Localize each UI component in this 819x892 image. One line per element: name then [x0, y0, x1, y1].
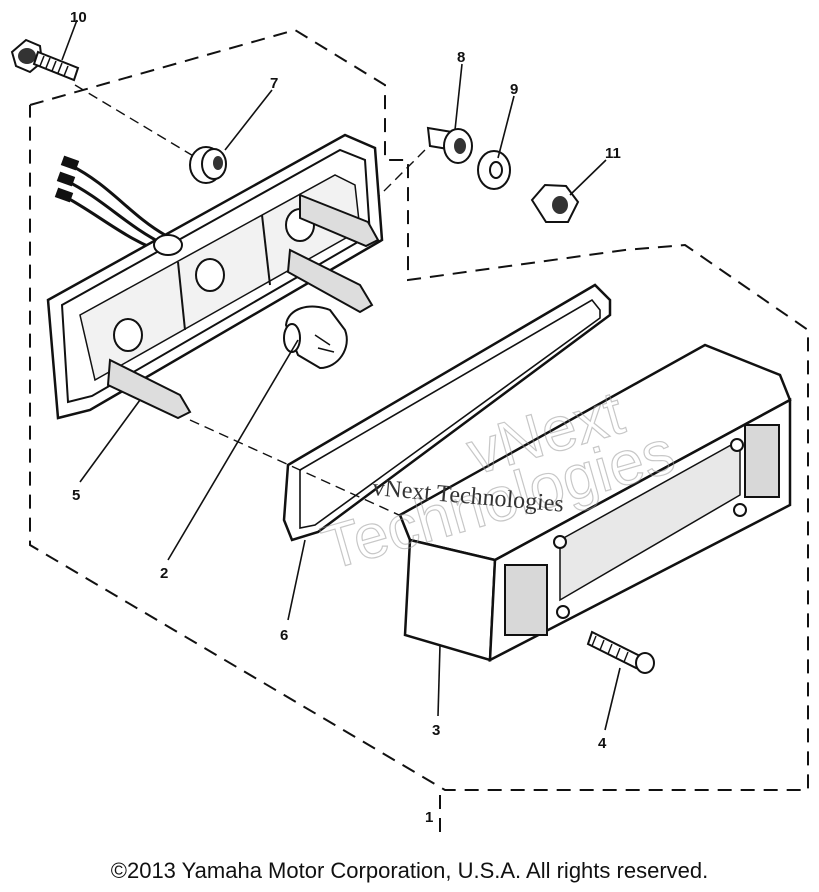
callout-5: 5 — [72, 487, 80, 504]
nut-part-11 — [530, 183, 580, 223]
callout-9: 9 — [510, 81, 518, 98]
callout-8: 8 — [457, 49, 465, 66]
bolt-alignment-line — [74, 84, 201, 161]
callout-11: 11 — [605, 145, 621, 162]
lens-part-3 — [398, 343, 792, 663]
assembly-boundary-line — [29, 28, 809, 791]
callout-6: 6 — [280, 627, 288, 644]
tail-light-base-part-1 — [46, 133, 384, 420]
callout-3: 3 — [432, 722, 440, 739]
washer-part-9 — [477, 150, 511, 190]
grommet-part-7 — [189, 146, 227, 184]
screw-part-4 — [586, 630, 655, 674]
callout-7: 7 — [270, 75, 278, 92]
callout-10: 10 — [70, 9, 87, 26]
callout-4: 4 — [598, 735, 607, 752]
leader-lines — [61, 19, 621, 731]
copyright-notice: ©2013 Yamaha Motor Corporation, U.S.A. A… — [110, 858, 709, 883]
callout-1: 1 — [425, 809, 433, 826]
bulb-part-2 — [283, 305, 348, 370]
callout-2: 2 — [160, 565, 168, 582]
bolt-part-10 — [10, 38, 80, 82]
collar-part-8 — [426, 126, 473, 164]
exploded-parts-diagram: vNext Technologies vNext Technologies 10… — [10, 9, 809, 840]
gasket-part-6 — [282, 283, 612, 542]
